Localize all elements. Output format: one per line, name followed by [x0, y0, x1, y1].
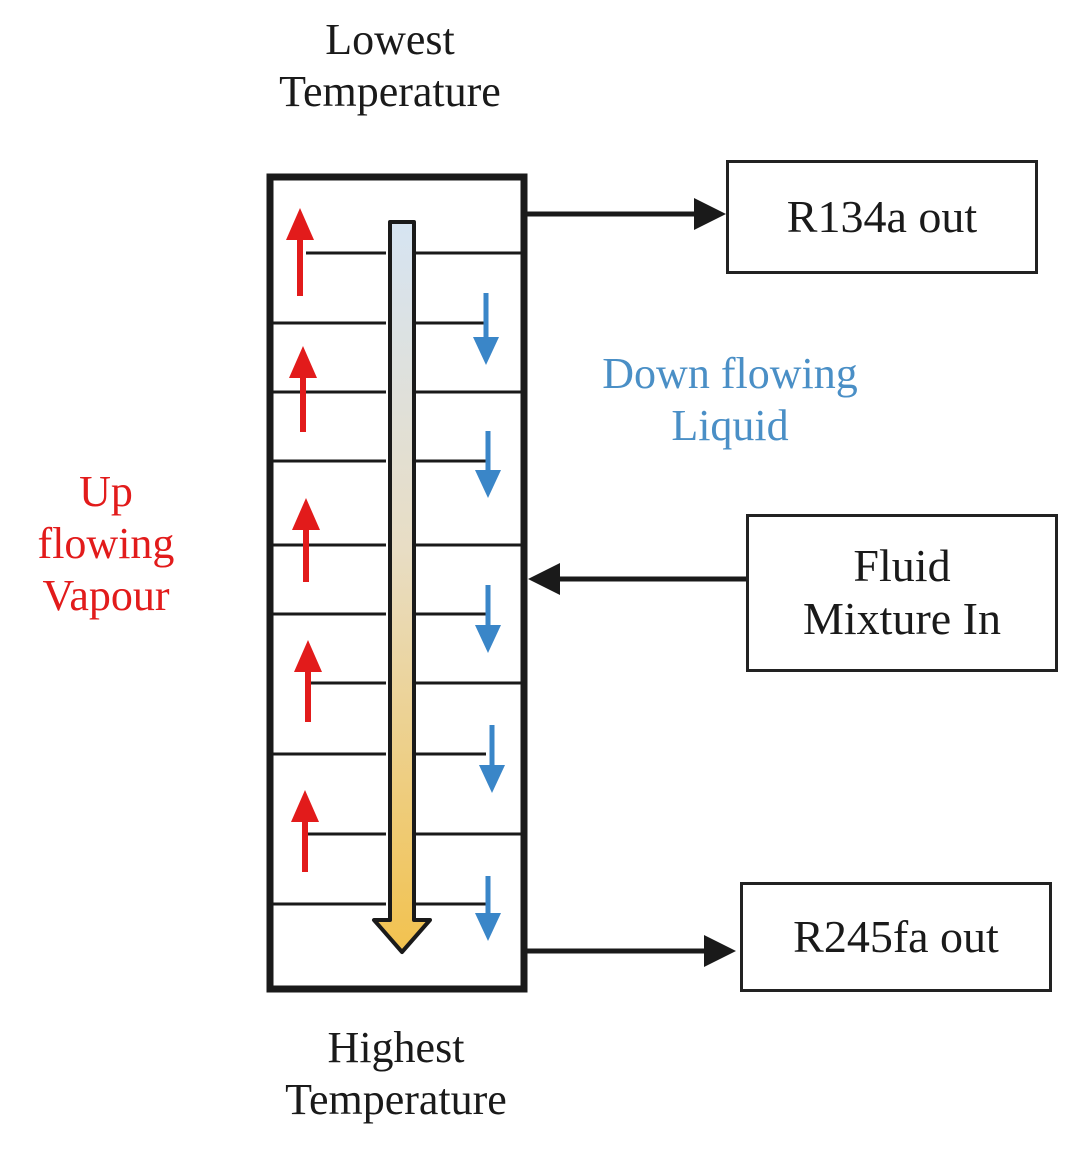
liquid-down-arrow-icon: [479, 725, 505, 793]
r134a-out-box: R134a out: [726, 160, 1038, 274]
liquid-down-arrow-icon: [473, 293, 499, 365]
liquid-down-arrow-icon: [475, 431, 501, 498]
liquid-label-line2: Liquid: [671, 400, 789, 450]
liquid-label-line1: Down flowing: [602, 349, 858, 398]
feed-line1: Fluid: [853, 540, 951, 592]
liquid-stubs: [414, 321, 486, 906]
vapour-up-arrow-icon: [289, 346, 317, 432]
liquid-down-arrow-icon: [475, 876, 501, 941]
liquid-label: Down flowing Liquid: [560, 348, 900, 452]
r245fa-out-text: R245fa out: [793, 910, 999, 962]
r134a-out-arrow: [527, 198, 726, 230]
bottom-label-line2: Temperature: [285, 1074, 507, 1124]
vapour-label-line1: Up: [79, 467, 133, 516]
feed-in-arrow: [528, 563, 746, 595]
vapour-up-arrow-icon: [286, 208, 314, 296]
top-temperature-label: Lowest Temperature: [230, 14, 550, 118]
fluid-mixture-in-box: Fluid Mixture In: [746, 514, 1058, 672]
vapour-up-arrow-icon: [291, 790, 319, 872]
r134a-out-text: R134a out: [786, 190, 978, 242]
bottom-temperature-label: Highest Temperature: [236, 1022, 556, 1126]
vapour-label-line3: Vapour: [42, 570, 170, 620]
vapour-up-arrow-icon: [292, 498, 320, 582]
vapour-stubs: [306, 251, 386, 836]
bottom-label-line1: Highest: [327, 1023, 465, 1072]
feed-line2: Mixture In: [802, 593, 1001, 644]
r245fa-out-arrow: [527, 935, 736, 967]
vapour-label: Up flowing Vapour: [6, 466, 206, 622]
r245fa-out-box: R245fa out: [740, 882, 1052, 992]
top-label-line1: Lowest: [325, 15, 455, 64]
right-trays: [414, 251, 521, 836]
vapour-label-line2: flowing: [37, 518, 175, 568]
vapour-up-arrow-icon: [294, 640, 322, 722]
top-label-line2: Temperature: [279, 66, 501, 116]
temperature-gradient-arrow: [372, 220, 432, 954]
liquid-down-arrow-icon: [475, 585, 501, 653]
